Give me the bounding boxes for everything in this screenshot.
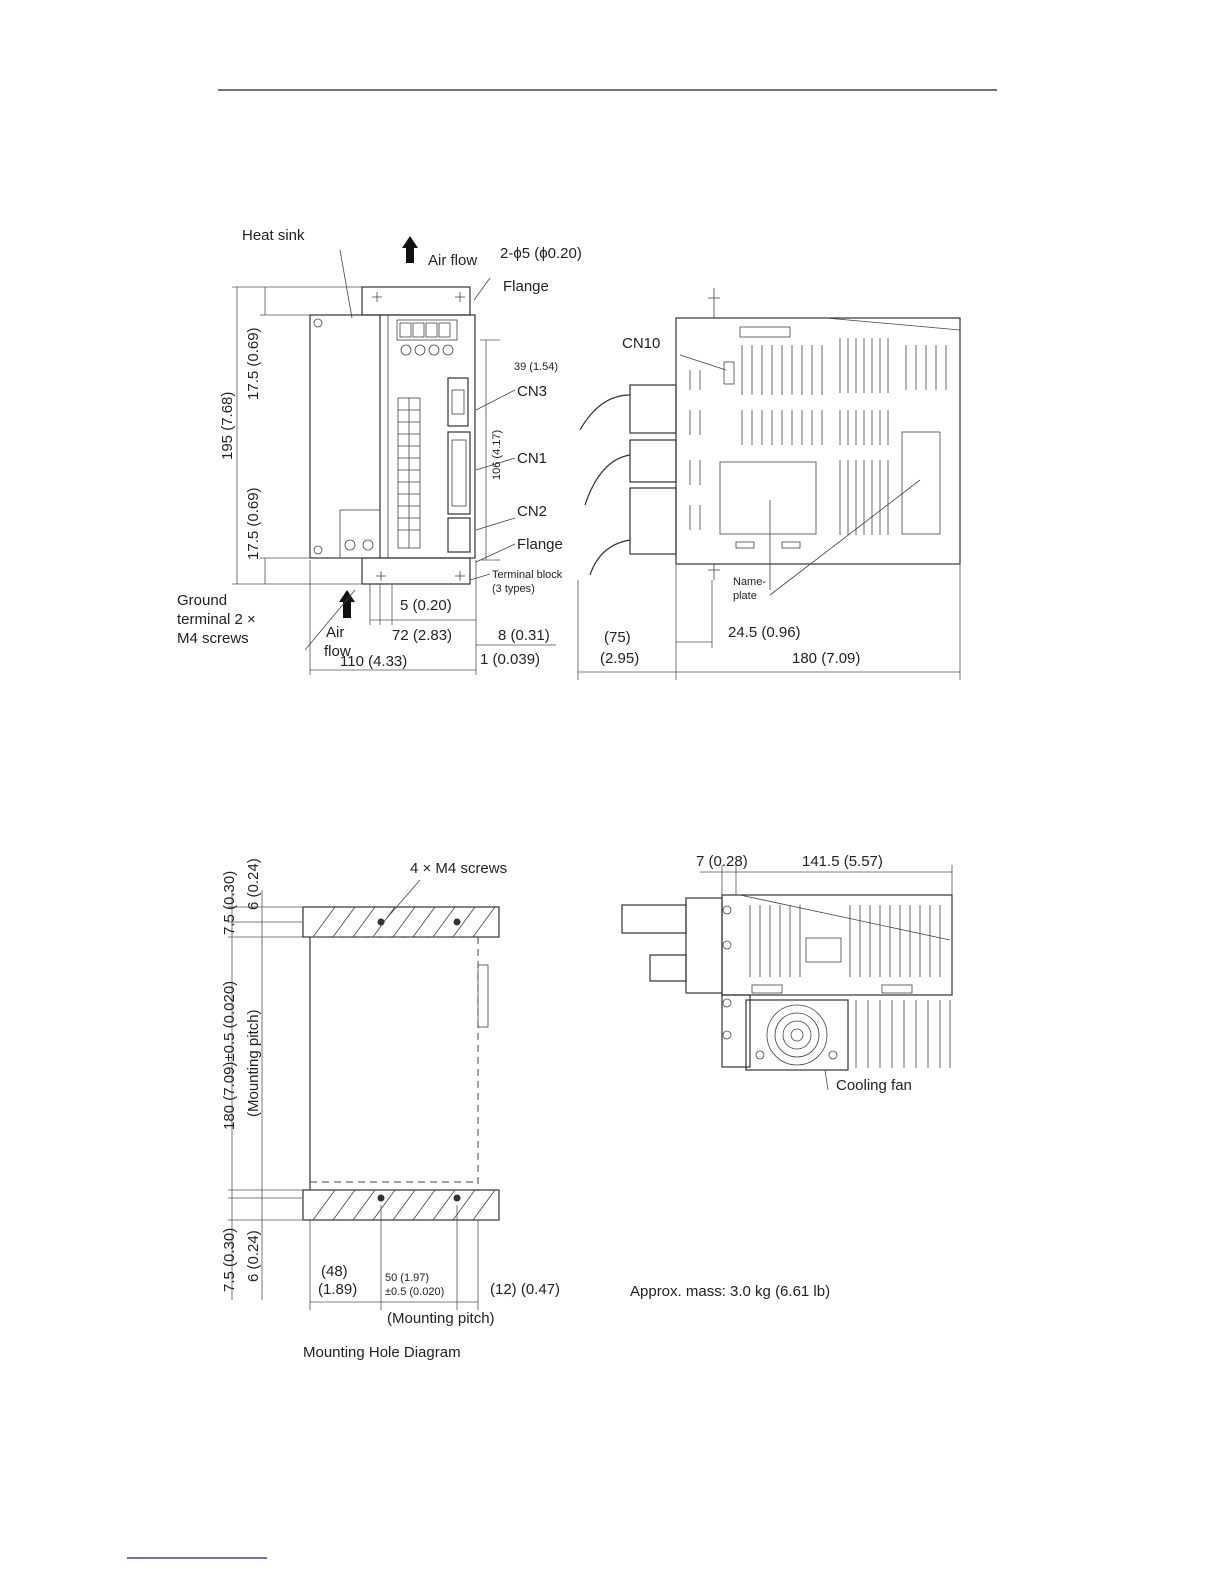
label-mounting-holes: 2-ϕ5 (ϕ0.20) [500, 245, 582, 262]
dim-72: 72 (2.83) [392, 627, 452, 644]
dim-6-bottom: 6 (0.24) [245, 1230, 262, 1282]
dim-50-a: 50 (1.97) [385, 1272, 429, 1284]
dim-141-5: 141.5 (5.57) [802, 853, 883, 870]
label-cn1: CN1 [517, 450, 547, 467]
label-mounting-pitch-vertical: (Mounting pitch) [245, 1009, 262, 1117]
label-ground-3: M4 screws [177, 630, 249, 647]
dim-7-5-bottom: 7.5 (0.30) [221, 1228, 238, 1292]
dim-12: (12) (0.47) [490, 1281, 560, 1298]
label-heat-sink: Heat sink [242, 227, 305, 244]
dim-5: 5 (0.20) [400, 597, 452, 614]
label-4-m4-screws: 4 × M4 screws [410, 860, 507, 877]
label-ground-1: Ground [177, 592, 227, 609]
mounting-hole-diagram [228, 879, 500, 1310]
dim-7-5-top: 7.5 (0.30) [221, 871, 238, 935]
dim-195: 195 (7.68) [219, 392, 236, 460]
dim-17-5-bottom: 17.5 (0.69) [245, 487, 262, 560]
label-mounting-hole-diagram: Mounting Hole Diagram [303, 1344, 461, 1361]
side-view [577, 288, 961, 680]
dim-180-mount: 180 (7.09)±0.5 (0.020) [221, 981, 238, 1130]
dim-7: 7 (0.28) [696, 853, 748, 870]
label-ground-2: terminal 2 × [177, 611, 256, 628]
label-air-flow-top: Air flow [428, 252, 477, 269]
label-cn10: CN10 [622, 335, 660, 352]
label-mounting-pitch-horizontal: (Mounting pitch) [387, 1310, 495, 1327]
dim-180-side: 180 (7.09) [792, 650, 860, 667]
label-terminal-types: (3 types) [492, 583, 535, 595]
dim-75-a: (75) [604, 629, 631, 646]
dim-110: 110 (4.33) [340, 653, 407, 670]
label-air-1: Air [326, 624, 344, 641]
front-view [232, 236, 556, 675]
label-cn2: CN2 [517, 503, 547, 520]
dim-106: 106 (4.17) [491, 430, 503, 480]
dim-17-5-top: 17.5 (0.69) [245, 327, 262, 400]
label-terminal-block: Terminal block [492, 569, 563, 581]
label-cooling-fan: Cooling fan [836, 1077, 912, 1094]
dim-50-b: ±0.5 (0.020) [385, 1286, 444, 1298]
dim-75-b: (2.95) [600, 650, 639, 667]
dim-39: 39 (1.54) [514, 361, 558, 373]
dim-1: 1 (0.039) [480, 651, 540, 668]
label-nameplate-2: plate [733, 590, 757, 602]
label-cn3: CN3 [517, 383, 547, 400]
dim-48-a: (48) [321, 1263, 348, 1280]
label-approx-mass: Approx. mass: 3.0 kg (6.61 lb) [630, 1283, 830, 1300]
dim-24-5: 24.5 (0.96) [728, 624, 801, 641]
label-flange-bottom: Flange [517, 536, 563, 553]
dim-48-b: (1.89) [318, 1281, 357, 1298]
dim-6-top: 6 (0.24) [245, 858, 262, 910]
dim-8: 8 (0.31) [498, 627, 550, 644]
fan-view [621, 865, 953, 1091]
label-flange-top: Flange [503, 278, 549, 295]
label-air-2: flow [324, 643, 351, 660]
label-nameplate-1: Name- [733, 576, 766, 588]
